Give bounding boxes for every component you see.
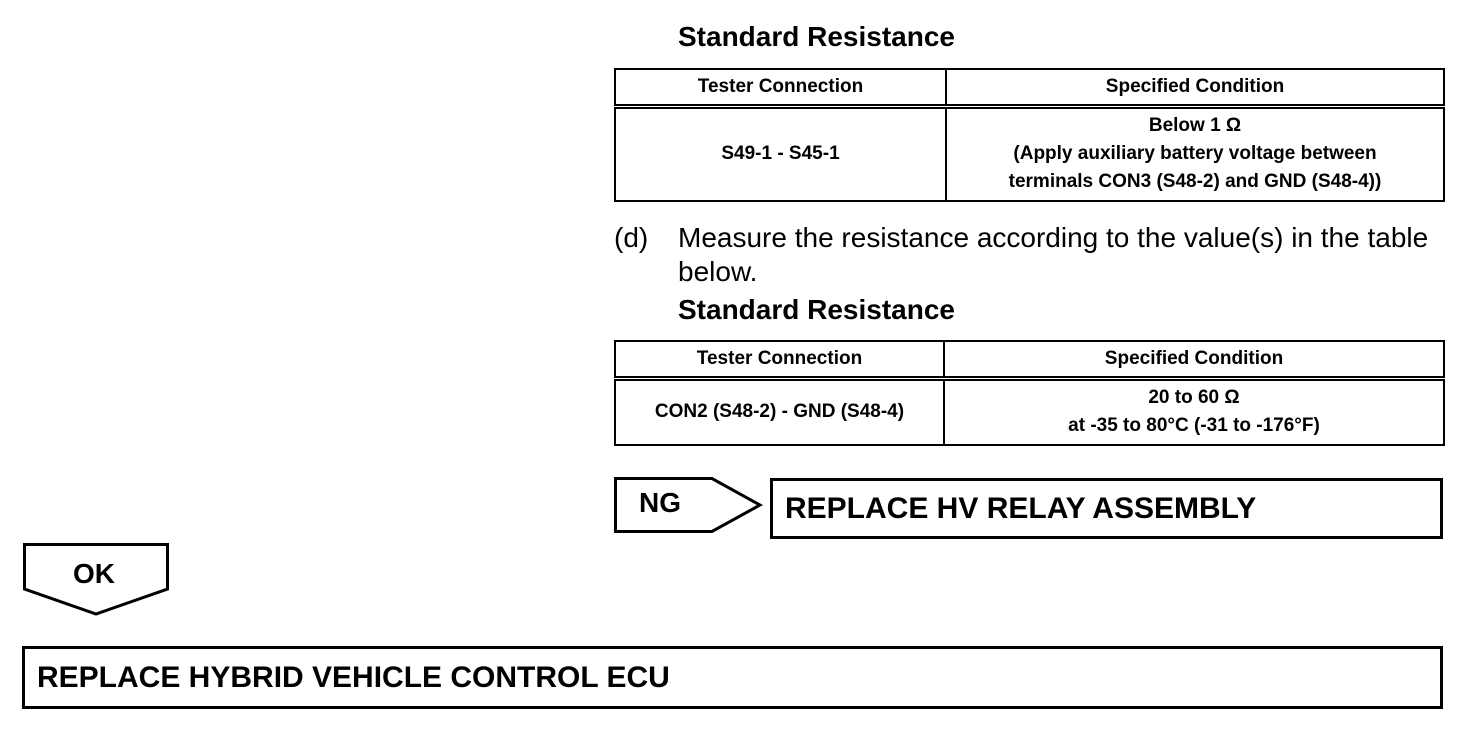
standard-resistance-heading-2: Standard Resistance (678, 294, 955, 325)
ng-action-text: REPLACE HV RELAY ASSEMBLY (785, 491, 1257, 525)
resistance-table-2: Tester Connection Specified Condition CO… (614, 340, 1445, 446)
column-header-specified-condition: Specified Condition (943, 340, 1445, 381)
down-arrow-tag-icon (23, 543, 169, 616)
ng-label: NG (639, 487, 681, 518)
resistance-table-1: Tester Connection Specified Condition S4… (614, 68, 1445, 202)
condition-line: Below 1 Ω (1148, 115, 1242, 137)
ok-action-text: REPLACE HYBRID VEHICLE CONTROL ECU (37, 660, 670, 694)
column-header-tester-connection: Tester Connection (614, 68, 947, 109)
condition-line: terminals CON3 (S48-2) and GND (S48-4)) (1008, 171, 1382, 193)
column-header-tester-connection: Tester Connection (614, 340, 945, 381)
ok-tag: OK (23, 543, 171, 617)
ok-action-box: REPLACE HYBRID VEHICLE CONTROL ECU (22, 646, 1443, 709)
table-row: S49-1 - S45-1 Below 1 Ω (Apply auxiliary… (614, 105, 1445, 202)
tester-connection-cell: S49-1 - S45-1 (614, 105, 947, 202)
ng-tag: NG (614, 477, 764, 533)
specified-condition-cell: Below 1 Ω (Apply auxiliary battery volta… (945, 105, 1445, 202)
ng-action-box: REPLACE HV RELAY ASSEMBLY (770, 478, 1443, 539)
condition-line: 20 to 60 Ω (1148, 387, 1240, 409)
condition-line: at -35 to 80°C (-31 to -176°F) (1068, 415, 1320, 437)
tester-connection-cell: CON2 (S48-2) - GND (S48-4) (614, 377, 945, 446)
table-row: CON2 (S48-2) - GND (S48-4) 20 to 60 Ω at… (614, 377, 1445, 446)
right-arrow-tag-icon (614, 477, 764, 533)
column-header-specified-condition: Specified Condition (945, 68, 1445, 109)
specified-condition-cell: 20 to 60 Ω at -35 to 80°C (-31 to -176°F… (943, 377, 1445, 446)
step-instruction: Measure the resistance according to the … (678, 222, 1429, 287)
ok-label: OK (73, 558, 115, 589)
condition-line: (Apply auxiliary battery voltage between (1013, 143, 1377, 165)
standard-resistance-heading-1: Standard Resistance (678, 21, 955, 52)
step-label: (d) (614, 222, 649, 253)
